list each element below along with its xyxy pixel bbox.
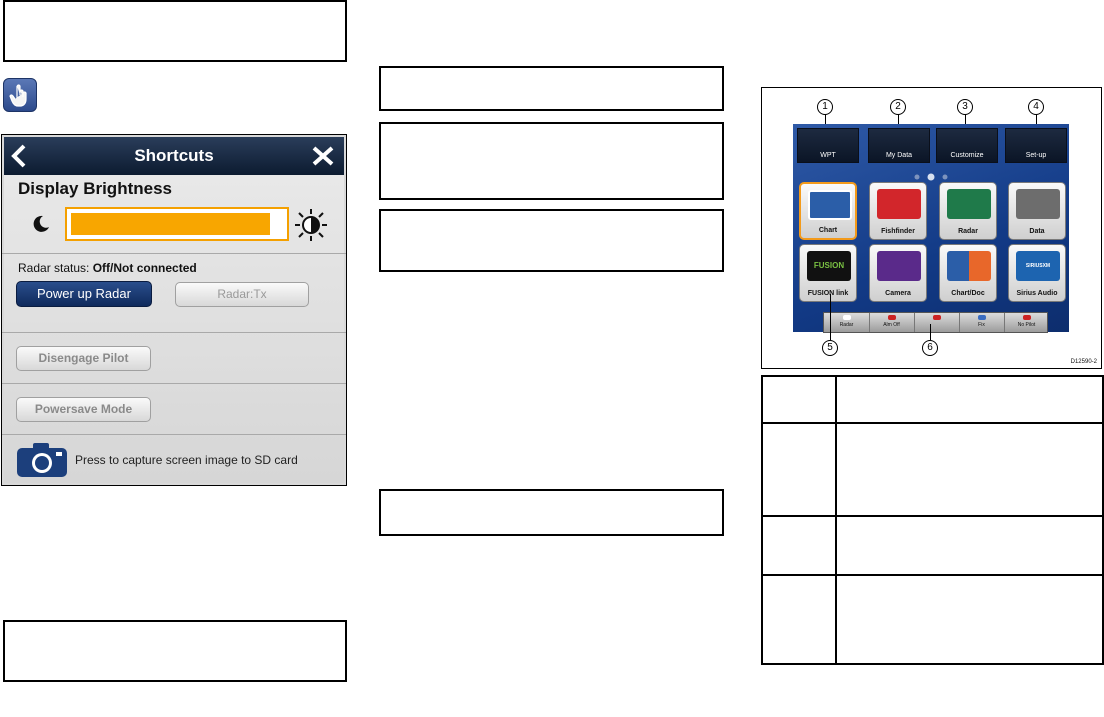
bar-label-radar: Radar [839, 322, 854, 328]
bar-label-alarm-off: Alm Off [883, 322, 900, 328]
customize-button[interactable]: Customize [936, 128, 998, 163]
brightness-slider-fill [71, 213, 271, 235]
wpt-button[interactable]: WPT [797, 128, 859, 163]
radar-status-label: Radar status: [18, 261, 90, 275]
bar-item-fix[interactable]: Fix [959, 313, 1005, 332]
homescreen-figure: 1 2 3 4 WPT My Data Customize Set-up Cha… [761, 87, 1102, 369]
setup-button[interactable]: Set-up [1005, 128, 1067, 163]
power-up-radar-button[interactable]: Power up Radar [16, 281, 152, 307]
app-tile-data[interactable]: Data [1008, 182, 1066, 240]
radar-tx-button[interactable]: Radar:Tx [175, 282, 309, 307]
callout-4: 4 [1028, 99, 1044, 115]
callout-table [761, 375, 1104, 665]
app-tile-sirius-audio[interactable]: SIRIUSXM Sirius Audio [1008, 244, 1066, 302]
text-box-top-left [3, 0, 347, 62]
shortcuts-header: Shortcuts [4, 137, 344, 175]
bar-item-alarm-off[interactable]: Alm Off [869, 313, 915, 332]
camera-icon[interactable] [16, 442, 68, 483]
figure-id: D12590-2 [1070, 359, 1097, 365]
callout-6: 6 [922, 340, 938, 356]
sun-icon [294, 208, 328, 247]
touch-hand-icon [3, 78, 37, 112]
text-box-bottom-left [3, 620, 347, 682]
app-label-fishfinder: Fishfinder [881, 228, 915, 235]
table-row [763, 574, 1102, 663]
app-tile-radar[interactable]: Radar [939, 182, 997, 240]
customize-label: Customize [950, 152, 984, 159]
app-label-sirius-audio: Sirius Audio [1016, 290, 1058, 297]
brightness-slider[interactable] [65, 207, 289, 241]
callout-1: 1 [817, 99, 833, 115]
table-row [763, 422, 1102, 517]
powersave-mode-button[interactable]: Powersave Mode [16, 397, 151, 422]
radar-status-value: Off/Not connected [92, 261, 197, 275]
app-label-camera: Camera [885, 290, 911, 297]
moon-icon [32, 215, 50, 238]
app-label-data: Data [1029, 228, 1045, 235]
fusion-logo: FUSION [807, 251, 851, 281]
table-row [763, 377, 1102, 424]
my-data-button[interactable]: My Data [868, 128, 930, 163]
homescreen-display: WPT My Data Customize Set-up Chart Fishf… [793, 124, 1069, 333]
callout-3: 3 [957, 99, 973, 115]
text-box-middle-3 [379, 209, 724, 272]
back-arrow-icon[interactable] [10, 144, 28, 173]
table-row [763, 515, 1102, 576]
capture-screen-label: Press to capture screen image to SD card [75, 453, 298, 467]
callout-5: 5 [822, 340, 838, 356]
app-tile-fishfinder[interactable]: Fishfinder [869, 182, 927, 240]
bar-label-no-pilot: No Pilot [1017, 322, 1036, 328]
text-box-middle-2 [379, 122, 724, 200]
close-icon[interactable] [312, 146, 334, 171]
callout-2: 2 [890, 99, 906, 115]
my-data-label: My Data [885, 152, 913, 159]
app-label-fusion-link: FUSION link [807, 290, 849, 297]
shortcuts-panel: Shortcuts Display Brightness Radar statu… [1, 134, 347, 486]
text-box-middle-1 [379, 66, 724, 111]
bar-label-fix: Fix [978, 322, 985, 328]
text-box-middle-4 [379, 489, 724, 536]
app-tile-chart[interactable]: Chart [799, 182, 857, 240]
shortcuts-title: Shortcuts [134, 146, 214, 165]
wpt-label: WPT [820, 152, 836, 159]
bar-item-no-pilot[interactable]: No Pilot [1004, 313, 1049, 332]
radar-status: Radar status: Off/Not connected [18, 261, 197, 275]
bar-item-mob[interactable] [914, 313, 960, 332]
app-label-radar: Radar [958, 228, 978, 235]
app-tile-fusion-link[interactable]: FUSION FUSION link [799, 244, 857, 302]
app-label-chart: Chart [818, 227, 838, 234]
app-tile-chart-doc[interactable]: Chart/Doc [939, 244, 997, 302]
sirius-logo: SIRIUSXM [1016, 251, 1060, 281]
bottom-shortcut-bar: Radar Alm Off Fix No Pilot [823, 312, 1048, 333]
app-label-chart-doc: Chart/Doc [951, 290, 985, 297]
app-tile-camera[interactable]: Camera [869, 244, 927, 302]
page-indicator [911, 168, 951, 181]
disengage-pilot-button[interactable]: Disengage Pilot [16, 346, 151, 371]
setup-label: Set-up [1025, 152, 1047, 159]
display-brightness-label: Display Brightness [18, 179, 172, 198]
bar-item-radar[interactable]: Radar [824, 313, 870, 332]
